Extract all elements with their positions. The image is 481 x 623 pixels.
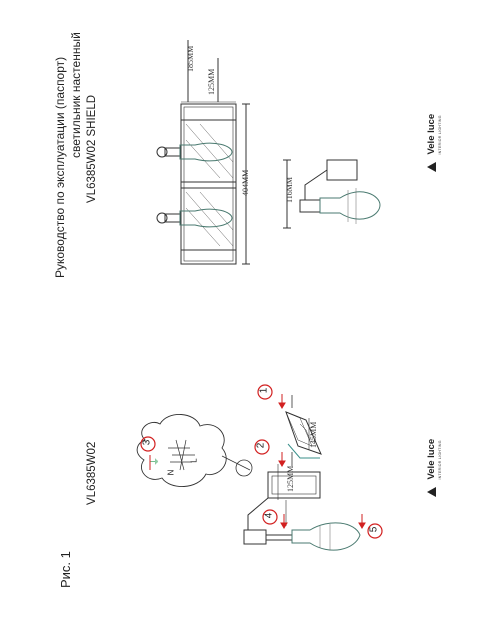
brand-tagline: INTERIOR LIGHTING (438, 440, 442, 480)
earth-icon: ⏚ (150, 456, 161, 467)
dim-plate-depth: 125MM (286, 465, 295, 492)
document-title-line1: Руководство по эксплуатации (паспорт) (53, 56, 67, 278)
model-heading-bottom: VL6385W02 (86, 441, 98, 505)
figure-label: Рис. 1 (58, 551, 73, 588)
brand-triangle-icon (427, 162, 436, 172)
brand-logo-top: Vele luce INTERIOR LIGHTING (421, 114, 442, 172)
brand-name: Vele luce (426, 113, 437, 155)
brand-triangle-icon (427, 487, 436, 497)
document-title-line2: светильник настенный (69, 32, 83, 158)
front-view-drawing (156, 40, 250, 265)
installation-drawing (136, 395, 361, 551)
step-3-label: 3 (141, 439, 153, 446)
wire-label-l: L (189, 458, 199, 463)
side-view-drawing (283, 159, 381, 229)
dim-depth-top: 125MM (207, 68, 216, 95)
step-1-label: 1 (258, 387, 270, 394)
brand-logo-bottom: Vele luce INTERIOR LIGHTING (421, 439, 442, 497)
dim-plate-length: 145MM (309, 421, 318, 448)
wire-label-n: N (166, 469, 176, 476)
step-5-label: 5 (368, 526, 380, 533)
model-heading-top: VL6385W02 SHIELD (86, 94, 98, 203)
brand-tagline: INTERIOR LIGHTING (438, 115, 442, 155)
brand-name: Vele luce (426, 438, 437, 480)
dim-side-depth: 116MM (285, 177, 294, 203)
dim-width: 404MM (241, 169, 250, 196)
step-4-label: 4 (263, 512, 275, 519)
step-2-label: 2 (255, 442, 267, 449)
dim-height: 185MM (186, 45, 195, 72)
